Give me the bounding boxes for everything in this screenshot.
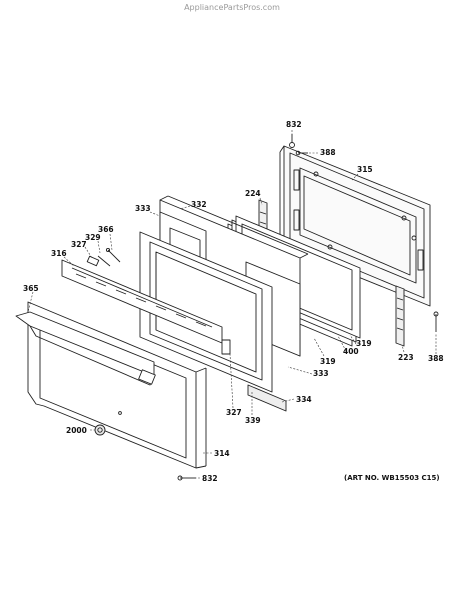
door-handle	[15, 311, 156, 386]
callout-832-bottom: 832	[202, 474, 218, 483]
callout-366: 366	[98, 225, 114, 234]
hinge-right	[395, 285, 405, 347]
callout-332: 332	[191, 200, 207, 209]
leader-lines	[27, 130, 437, 479]
callout-329: 329	[85, 233, 101, 242]
callout-388-right: 388	[428, 354, 444, 363]
knob	[94, 424, 106, 436]
side-clips	[86, 247, 231, 355]
callout-400: 400	[343, 347, 359, 356]
callout-2000: 2000	[66, 426, 87, 435]
callout-314: 314	[214, 449, 230, 458]
callout-315: 315	[357, 165, 373, 174]
callout-316: 316	[51, 249, 67, 258]
callout-224: 224	[245, 189, 261, 198]
callout-388-top: 388	[320, 148, 336, 157]
callout-319-left: 319	[320, 357, 336, 366]
door-liner	[279, 145, 431, 307]
screw-bottom	[177, 475, 196, 481]
callout-333-top: 333	[135, 204, 151, 213]
callout-339: 339	[245, 416, 261, 425]
insulation-pad	[247, 384, 287, 412]
callout-223: 223	[398, 353, 414, 362]
callout-334: 334	[296, 395, 312, 404]
art-number: (ART NO. WB15503 C15)	[344, 474, 440, 482]
callout-327-bottom: 327	[226, 408, 242, 417]
callout-327-top: 327	[71, 240, 87, 249]
screw-top	[289, 134, 308, 156]
callout-365: 365	[23, 284, 39, 293]
callout-832-top: 832	[286, 120, 302, 129]
screw-right	[433, 311, 439, 332]
callout-333-bottom: 333	[313, 369, 329, 378]
callout-319-right: 319	[356, 339, 372, 348]
watermark: AppliancePartsPros.com	[184, 3, 280, 12]
part-callouts: 832 388 315 224 332 333 366 329 327 316 …	[23, 120, 444, 483]
